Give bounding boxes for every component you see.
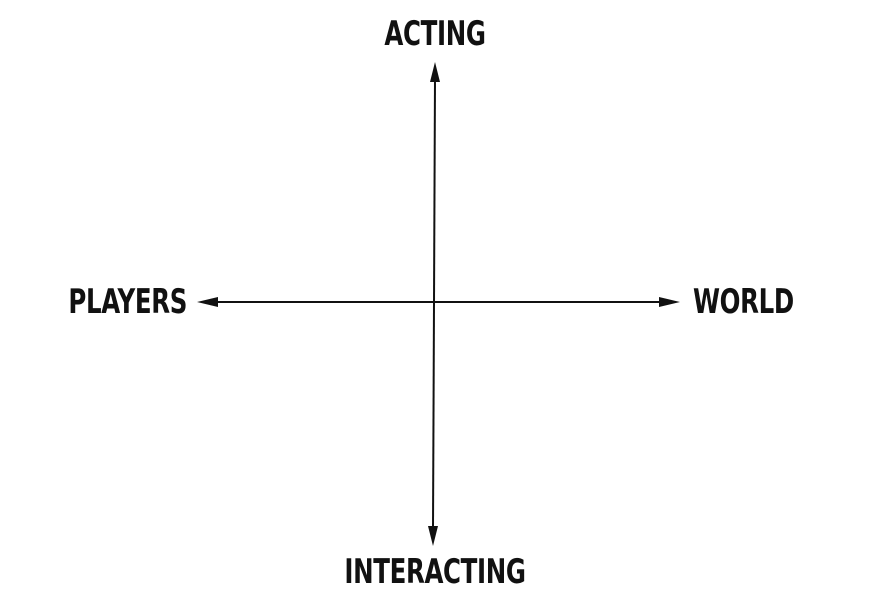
arrow-left-icon [197,297,218,307]
arrow-up-icon [430,62,440,82]
axis-label-acting: ACTING [384,14,486,54]
arrow-down-icon [428,526,438,546]
axis-label-players: PLAYERS [68,282,187,322]
axis-label-world: WORLD [693,282,794,322]
arrow-right-icon [659,297,680,307]
axis-label-interacting: INTERACTING [344,552,526,592]
